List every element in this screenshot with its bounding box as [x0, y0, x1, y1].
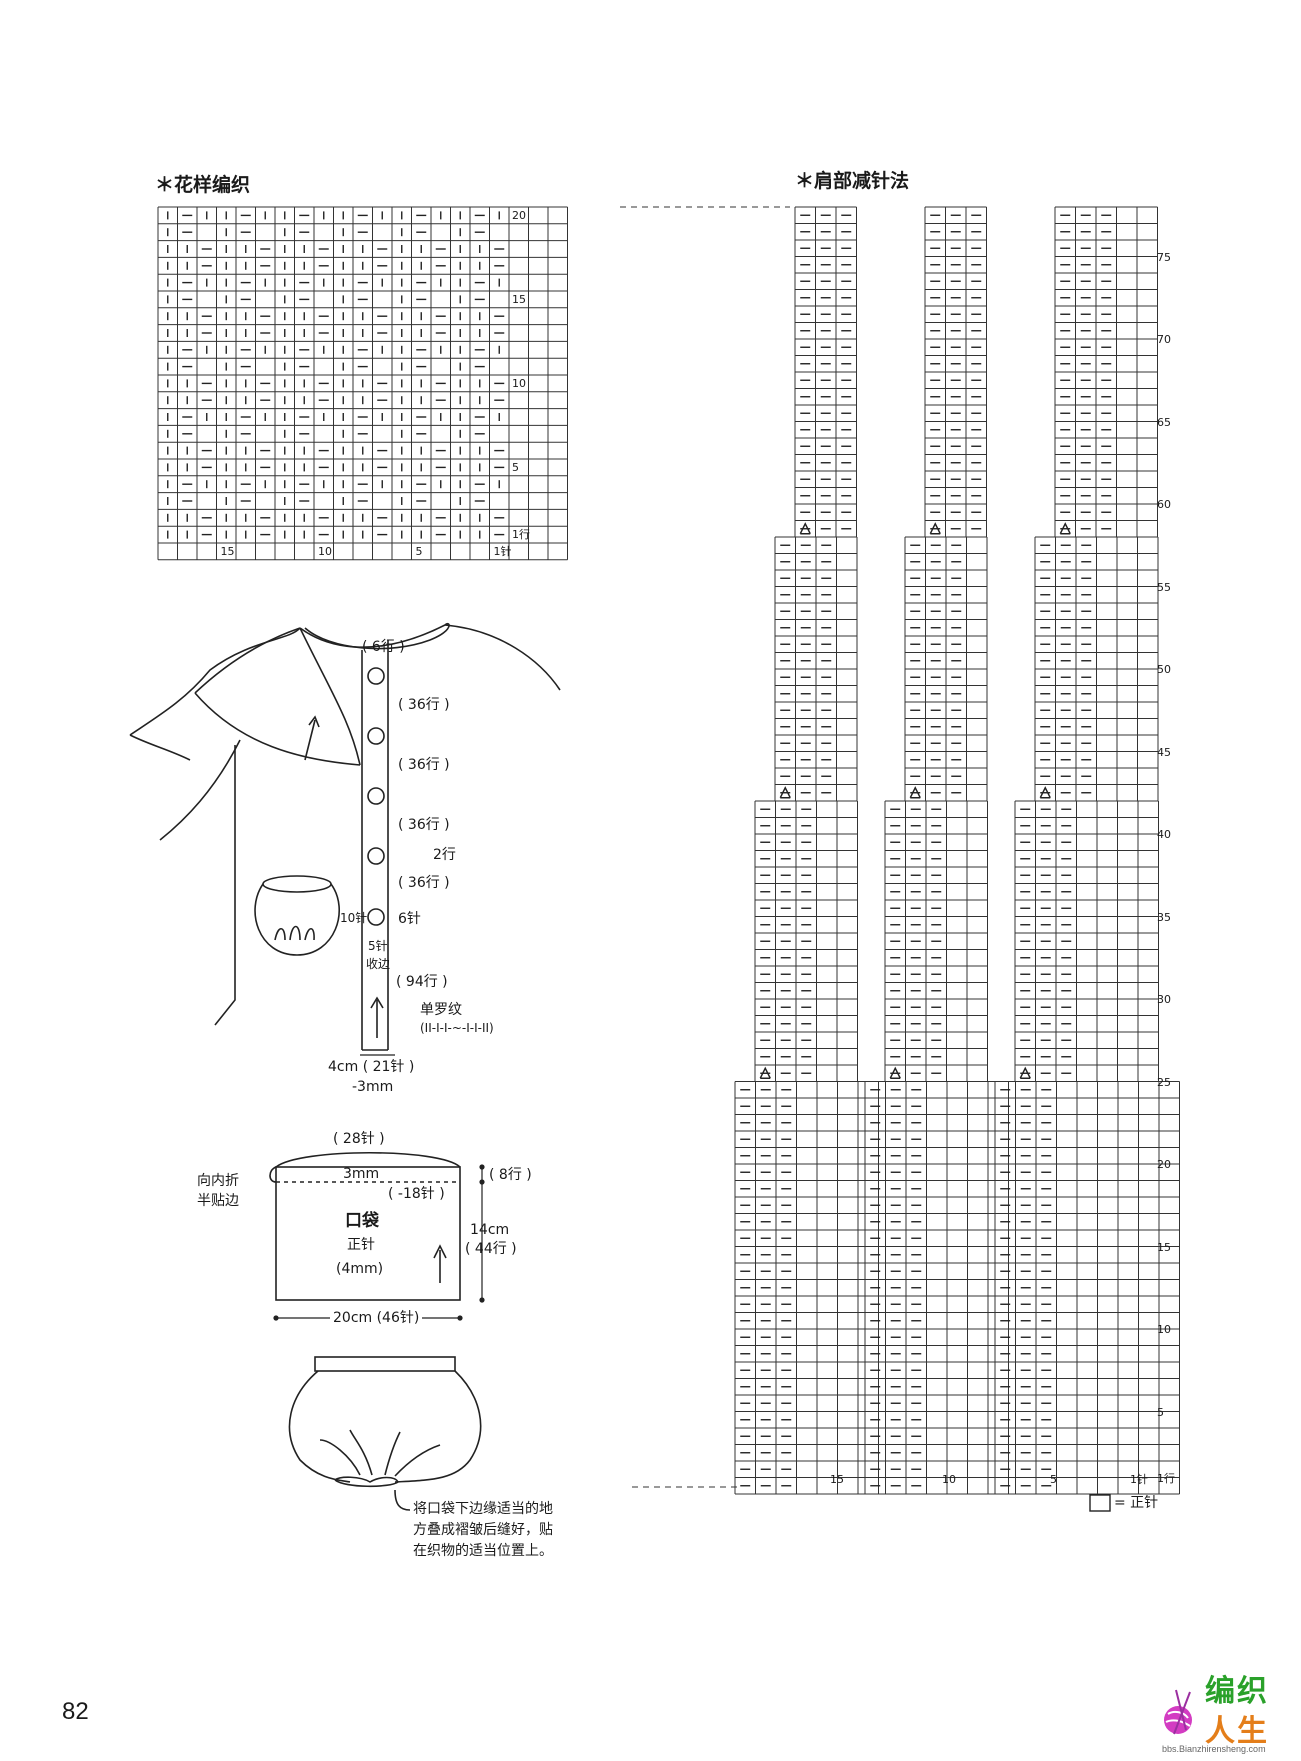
pocket-pattern	[269, 1152, 461, 1301]
pocket-stitch: 正针	[347, 1237, 375, 1253]
shoulder-row-label: 75	[1157, 250, 1171, 264]
pocket-height-rows: ( 44行 )	[465, 1241, 517, 1257]
pocket-decrease: ( -18针 )	[388, 1186, 445, 1202]
pocket-rows-top: ( 8行 )	[489, 1167, 532, 1183]
knit-stitch-legend-text: = 正针	[1114, 1495, 1159, 1511]
site-logo: 编织 人生 bbs.Bianzhirensheng.com	[1150, 1660, 1300, 1760]
buttonhole-rows: 2行	[433, 847, 456, 863]
pattern-col-label: 15	[220, 545, 235, 558]
shoulder-col-label: 10	[942, 1472, 956, 1486]
gathered-pocket-sketch	[288, 1356, 482, 1511]
band-rows-label: ( 94行 )	[396, 974, 448, 990]
page-number: 82	[62, 1698, 89, 1725]
pocket-note-line-3: 在织物的适当位置上。	[413, 1543, 553, 1559]
rib-pattern: (II-I-I-~-I-I-II)	[420, 1021, 494, 1035]
shoulder-row-label: 25	[1157, 1075, 1171, 1089]
pattern-col-label: 10	[318, 545, 332, 558]
shoulder-row-label: 1行	[1157, 1471, 1175, 1485]
shoulder-row-label: 40	[1157, 828, 1171, 841]
shoulder-stitch-symbols	[740, 214, 1112, 1487]
pattern-row-label: 10	[512, 377, 526, 390]
shoulder-row-label: 5	[1157, 1405, 1164, 1419]
shoulder-row-label: 50	[1157, 663, 1171, 676]
shoulder-row-label: 15	[1157, 1240, 1171, 1254]
edge-stitch-label: 5针	[368, 939, 388, 953]
pattern-row-label: 15	[512, 293, 526, 306]
pocket-needle-top: 3mm	[343, 1166, 380, 1182]
pattern-stitch-symbols	[167, 211, 505, 539]
rib-label: 单罗纹	[420, 1002, 462, 1018]
shoulder-row-label: 60	[1157, 498, 1171, 511]
pocket-note-line-2: 方叠成褶皱后缝好，贴	[413, 1522, 553, 1538]
buttonhole-gap-3: ( 36行 )	[398, 817, 450, 833]
yarn-ball-icon	[1164, 1689, 1192, 1735]
cardigan-pocket-sketch	[254, 875, 340, 956]
pattern-chart-title: ＊花样编织	[155, 174, 251, 196]
button-circles	[367, 667, 385, 926]
pocket-dimensions	[273, 1164, 485, 1321]
fold-note-1: 向内折	[197, 1173, 239, 1189]
logo-text-line-1: 编织	[1205, 1674, 1269, 1709]
pocket-needle: (4mm)	[336, 1261, 384, 1277]
pocket-height-cm: 14cm	[470, 1222, 510, 1238]
shoulder-col-label: 15	[830, 1472, 844, 1486]
shoulder-chart-title: ＊肩部减针法	[795, 170, 910, 192]
buttonhole-stitch-label: 6针	[398, 911, 421, 927]
shoulder-row-label: 30	[1157, 993, 1171, 1006]
pocket-top-width: ( 28针 )	[333, 1131, 385, 1147]
pocket-width: 20cm (46针)	[330, 1311, 423, 1325]
shoulder-col-label: 1针	[1130, 1472, 1148, 1486]
shoulder-row-label: 55	[1157, 580, 1171, 594]
pattern-row-label: 20	[512, 209, 526, 222]
shoulder-row-label: 65	[1157, 415, 1171, 429]
shoulder-row-label: 35	[1157, 910, 1171, 924]
knit-stitch-legend-box	[1089, 1494, 1111, 1512]
pattern-col-label: 1针	[493, 545, 512, 558]
neck-rows-label: ( 6行 )	[362, 639, 405, 655]
fold-note-2: 半贴边	[197, 1193, 239, 1209]
shoulder-decrease-grid	[734, 206, 1180, 1495]
shoulder-col-label: 5	[1050, 1472, 1057, 1486]
shoulder-row-label: 10	[1157, 1323, 1171, 1336]
band-needle-label: -3mm	[352, 1079, 394, 1095]
pocket-note-line-1: 将口袋下边缘适当的地	[413, 1501, 553, 1517]
pocket-stitch-label: 10针	[340, 911, 368, 925]
buttonhole-gap-1: ( 36行 )	[398, 697, 450, 713]
edge-finish-label: 收边	[366, 957, 391, 971]
band-width-label: 4cm ( 21针 )	[328, 1059, 415, 1075]
logo-text-line-2: 人生	[1205, 1714, 1269, 1749]
pattern-row-label: 1行	[512, 528, 530, 542]
pattern-col-label: 5	[415, 545, 423, 558]
pocket-name: 口袋	[345, 1211, 379, 1231]
pattern-row-label: 5	[512, 461, 519, 474]
pattern-stitch-grid	[157, 206, 568, 561]
buttonhole-gap-4: ( 36行 )	[398, 875, 450, 891]
shoulder-row-label: 70	[1157, 333, 1171, 346]
shoulder-row-label: 45	[1157, 745, 1171, 759]
cardigan-sketch	[129, 622, 561, 1051]
buttonhole-gap-2: ( 36行 )	[398, 757, 450, 773]
shoulder-row-label: 20	[1157, 1158, 1171, 1171]
logo-url: bbs.Bianzhirensheng.com	[1162, 1744, 1266, 1754]
